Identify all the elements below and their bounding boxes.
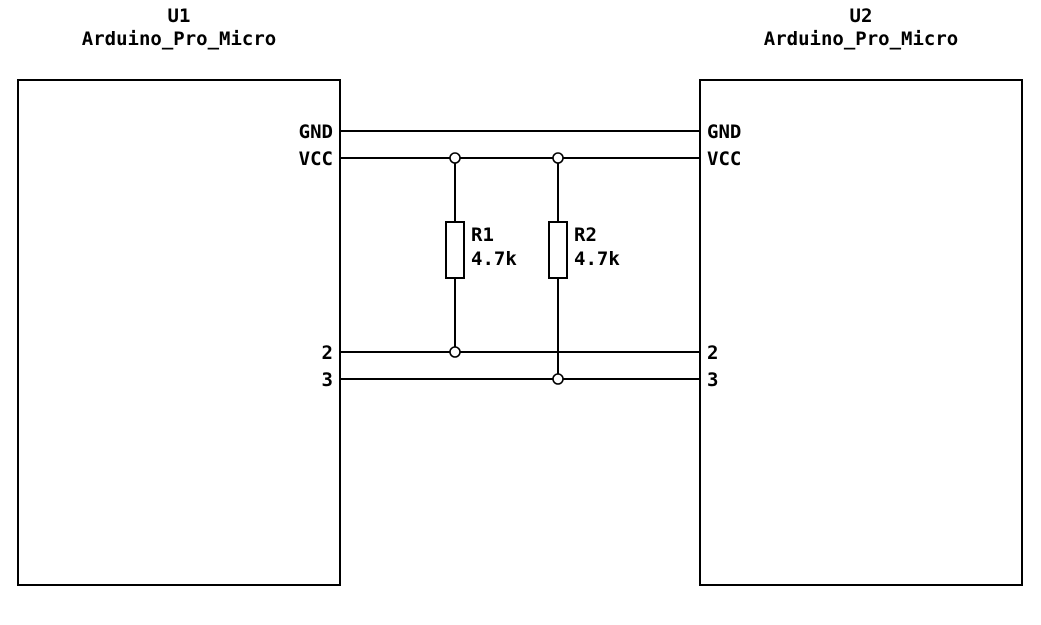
component-u2[interactable]: U2 Arduino_Pro_Micro GND VCC 2 3	[699, 5, 1023, 586]
u1-body-outline[interactable]	[17, 79, 341, 586]
junction-r1-net2	[449, 346, 461, 358]
component-u1[interactable]: U1 Arduino_Pro_Micro GND VCC 2 3	[17, 5, 341, 586]
r2-body[interactable]	[548, 221, 568, 279]
r2-reference-label[interactable]: R2	[574, 224, 597, 246]
junction-r2-vcc	[552, 152, 564, 164]
u1-pin-label-3: 3	[322, 369, 333, 391]
r1-value-label[interactable]: 4.7k	[471, 248, 517, 270]
u2-pin-label-vcc: VCC	[707, 148, 741, 170]
u2-body-outline[interactable]	[699, 79, 1023, 586]
junction-r2-net3	[552, 373, 564, 385]
u1-pin-label-gnd: GND	[299, 121, 333, 143]
u1-pin-label-2: 2	[322, 342, 333, 364]
r1-body[interactable]	[445, 221, 465, 279]
u2-pin-label-3: 3	[707, 369, 718, 391]
junction-r1-vcc	[449, 152, 461, 164]
component-r2[interactable]: R2 4.7k	[548, 221, 620, 279]
u2-value-label[interactable]: Arduino_Pro_Micro	[764, 28, 958, 50]
r1-reference-label[interactable]: R1	[471, 224, 494, 246]
junctions	[449, 152, 564, 385]
wires	[340, 130, 700, 380]
u1-value-label[interactable]: Arduino_Pro_Micro	[82, 28, 276, 50]
u2-pin-label-gnd: GND	[707, 121, 741, 143]
u1-pin-label-vcc: VCC	[299, 148, 333, 170]
component-r1[interactable]: R1 4.7k	[445, 221, 517, 279]
u2-reference-label[interactable]: U2	[850, 5, 873, 27]
r2-value-label[interactable]: 4.7k	[574, 248, 620, 270]
u2-pin-label-2: 2	[707, 342, 718, 364]
u1-reference-label[interactable]: U1	[168, 5, 191, 27]
